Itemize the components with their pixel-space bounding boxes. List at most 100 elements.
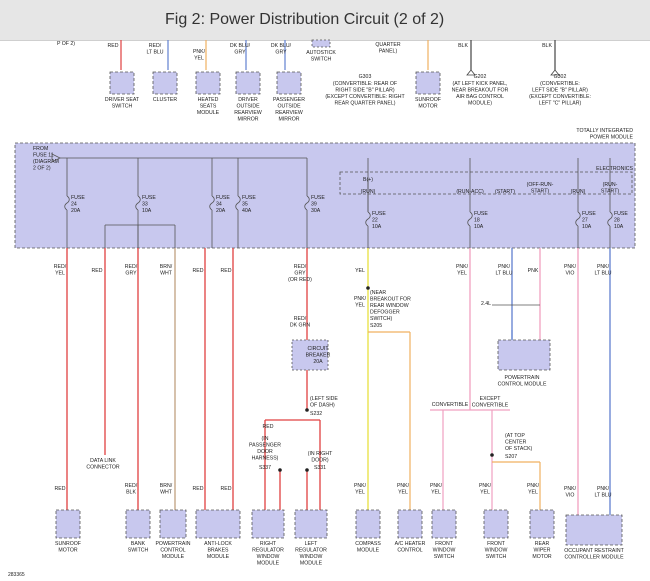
wire-color-label: BLK <box>126 490 136 496</box>
pcm-label: CONTROL MODULE <box>498 382 547 388</box>
figure-id: 283365 <box>8 572 25 578</box>
s337-label: HARNESS) <box>252 456 279 462</box>
wire-color-label: RED/ <box>125 483 138 489</box>
fuse-label: 10A <box>474 224 484 230</box>
powertrain-control-module-2-label: POWERTRAIN <box>155 541 190 547</box>
anti-lock-brakes-module-label: MODULE <box>207 554 230 560</box>
fuse-icon <box>209 195 215 211</box>
fuse-label: 10A <box>372 224 382 230</box>
ground-icon <box>466 69 476 76</box>
fuse-label: 40A <box>242 208 252 214</box>
wire-color-label: PNK/ <box>430 483 443 489</box>
wire-color-label: RED <box>263 424 274 430</box>
g302-ground-label: (EXCEPT CONVERTIBLE: <box>529 94 591 100</box>
g303-ground-id: G303 <box>359 74 372 80</box>
electronics-block <box>339 171 633 195</box>
s207-label: CENTER <box>505 440 527 446</box>
figure-title: Fig 2: Power Distribution Circuit (2 of … <box>165 11 445 28</box>
fuse-feed-icon <box>51 153 61 163</box>
anti-lock-brakes-module-label: ANTI-LOCK <box>204 541 232 547</box>
compass-module-label: MODULE <box>357 548 380 554</box>
wire-color-label: LT BLU <box>594 493 611 499</box>
powertrain-control-module-2-label: MODULE <box>162 554 185 560</box>
wire-color-label: RED/ <box>54 264 67 270</box>
driver-outside-mirror-label: MIRROR <box>237 117 258 123</box>
wire-color-label: GRY <box>234 50 246 56</box>
fuse-icon <box>575 211 581 227</box>
wire-color-label: RED <box>193 486 204 492</box>
rear-wiper-motor-label: REAR <box>535 541 550 547</box>
s337-label: DOOR <box>257 449 273 455</box>
fuse-label: 24 <box>71 202 77 208</box>
sunroof-motor-top <box>415 71 441 95</box>
g302-ground-label: LEFT "C" PILLAR) <box>539 101 582 107</box>
left-regulator-window-module-label: MODULE <box>300 561 323 567</box>
wire-color-label: PNK/ <box>564 264 577 270</box>
run-state-label: (RUN- <box>603 182 618 188</box>
wire-color-label: YEL <box>355 268 365 274</box>
wire-color-label: LT BLU <box>146 50 163 56</box>
data-link-connector-label: CONNECTOR <box>86 465 120 471</box>
autostick-switch <box>311 39 331 48</box>
fuse-label: 28 <box>614 218 620 224</box>
g202-ground-label: (AT LEFT KICK PANEL, <box>453 81 508 87</box>
s337-id: S337 <box>259 465 271 471</box>
driver-outside-mirror-label: REARVIEW <box>234 110 262 116</box>
g302-ground-label: LEFT SIDE "B" PILLAR) <box>532 88 588 94</box>
driver-outside-mirror-label: DRIVER <box>238 97 258 103</box>
s205-label: REAR WINDOW <box>370 303 409 309</box>
data-link-connector-label: DATA LINK <box>90 458 116 464</box>
splice-dot <box>305 408 309 412</box>
rear-wiper-motor <box>529 509 555 539</box>
heated-seats-module-label: MODULE <box>197 110 220 116</box>
wire-color-label: PNK/ <box>498 264 511 270</box>
wire-color-label: WHT <box>160 271 173 277</box>
driver-seat-switch-label: SWITCH <box>112 104 133 110</box>
wire-color-label: PNK/ <box>527 483 540 489</box>
s205-label: DEFOGGER <box>370 310 400 316</box>
wire-color-label: VIO <box>566 271 575 277</box>
figure-header: Fig 2: Power Distribution Circuit (2 of … <box>0 0 650 41</box>
wire-color-label: RED <box>92 268 103 274</box>
driver-seat-switch <box>109 71 135 95</box>
wire-color-label: YEL <box>431 490 441 496</box>
ac-heater-control-label: CONTROL <box>397 548 422 554</box>
passenger-outside-mirror-label: MIRROR <box>278 117 299 123</box>
fuse-label: 20A <box>216 208 226 214</box>
wire-color-label: RED <box>108 43 119 49</box>
wire-color-label: RED <box>55 486 66 492</box>
heated-seats-module <box>195 71 221 95</box>
s337-label: PASSENGER <box>249 443 281 449</box>
wire-color-label: YEL <box>457 271 467 277</box>
fuse-label: 20A <box>71 208 81 214</box>
wire-color-label: DK BLU/ <box>230 43 251 49</box>
fuse-icon <box>135 195 141 211</box>
fuse-label: 10A <box>614 224 624 230</box>
from-fuse-label: FROM <box>33 146 48 152</box>
g303-ground-label: (CONVERTIBLE: REAR OF <box>333 81 397 87</box>
wire-color-label: PNK/ <box>597 486 610 492</box>
fuse-label: 33 <box>142 202 148 208</box>
fuse-label: FUSE <box>311 195 325 201</box>
convertible-label: CONVERTIBLE <box>432 402 469 408</box>
wire-color-label: DK GRN <box>290 323 310 329</box>
s337-label: (IN <box>262 436 269 442</box>
autostick-switch-label: SWITCH <box>311 57 332 63</box>
run-state-label: START) <box>531 189 550 195</box>
wire-color-label: YEL <box>194 56 204 62</box>
passenger-outside-mirror-label: PASSENGER <box>273 97 305 103</box>
g202-ground-label: AIR BAG CONTROL <box>456 94 504 100</box>
passenger-outside-mirror-label: REARVIEW <box>275 110 303 116</box>
fuse-label: 10A <box>582 224 592 230</box>
wire-color-label: YEL <box>398 490 408 496</box>
sunroof-motor <box>55 509 81 539</box>
circuit-breaker-label: BREAKER <box>306 353 331 359</box>
from-fuse-label: (DIAGRAM <box>33 159 59 165</box>
s331-label: DOOR) <box>311 458 329 464</box>
partial-label: P OF 2) <box>57 41 75 47</box>
wire-color-label: GRY <box>125 271 137 277</box>
s207-label: (AT TOP <box>505 433 525 439</box>
from-fuse-label: FUSE 11 <box>33 153 54 159</box>
g303-ground-label: (EXCEPT CONVERTIBLE: RIGHT <box>325 94 405 100</box>
